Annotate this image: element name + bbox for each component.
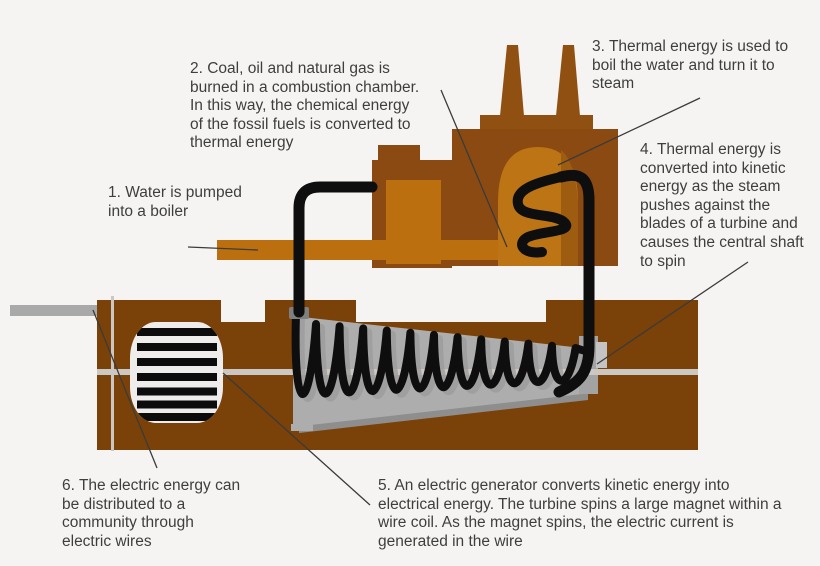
label-3-boil-water: 3. Thermal energy is used to boil the wa… <box>592 38 789 93</box>
grille-slat <box>137 343 217 351</box>
shaft-end <box>596 342 607 368</box>
boiler-coil <box>512 172 572 258</box>
boiler-house-roof <box>378 145 420 161</box>
callout-line-3 <box>557 97 701 166</box>
chimney-right <box>556 45 580 116</box>
water-inlet-pipe <box>217 240 498 260</box>
callout-line-1 <box>187 246 259 251</box>
pipes <box>289 169 595 398</box>
callout-line-4 <box>596 261 749 365</box>
generator-grille <box>130 322 223 423</box>
chimney-left <box>500 45 524 116</box>
turbine-foot <box>291 424 313 431</box>
label-6-distribution: 6. The electric energy can be distribute… <box>62 477 241 550</box>
label-1-water-pumped: 1. Water is pumped into a boiler <box>108 184 242 220</box>
callout-line-6 <box>92 309 158 469</box>
generator-body-block-right <box>546 300 698 330</box>
water-pipe <box>293 181 378 318</box>
callout-line-5 <box>222 372 371 506</box>
callout-lines <box>92 89 749 506</box>
callout-line-2 <box>440 89 508 248</box>
grille-slat <box>137 413 217 421</box>
steam-pipe <box>553 169 595 398</box>
grille-slat <box>137 328 217 336</box>
label-5-generator: 5. An electric generator converts kineti… <box>378 477 782 550</box>
grille-slat <box>137 373 217 381</box>
turbine-coil-group <box>291 310 594 402</box>
label-2-fuel-burned: 2. Coal, oil and natural gas is burned i… <box>190 60 420 152</box>
grille-slat <box>137 387 217 396</box>
grille-slat <box>137 358 217 366</box>
chimney-base <box>480 115 593 131</box>
grille-slat <box>137 400 217 409</box>
transmission-rod <box>10 305 97 316</box>
label-4-kinetic-energy: 4. Thermal energy is converted into kine… <box>640 141 804 270</box>
turbine-coil <box>291 310 589 398</box>
